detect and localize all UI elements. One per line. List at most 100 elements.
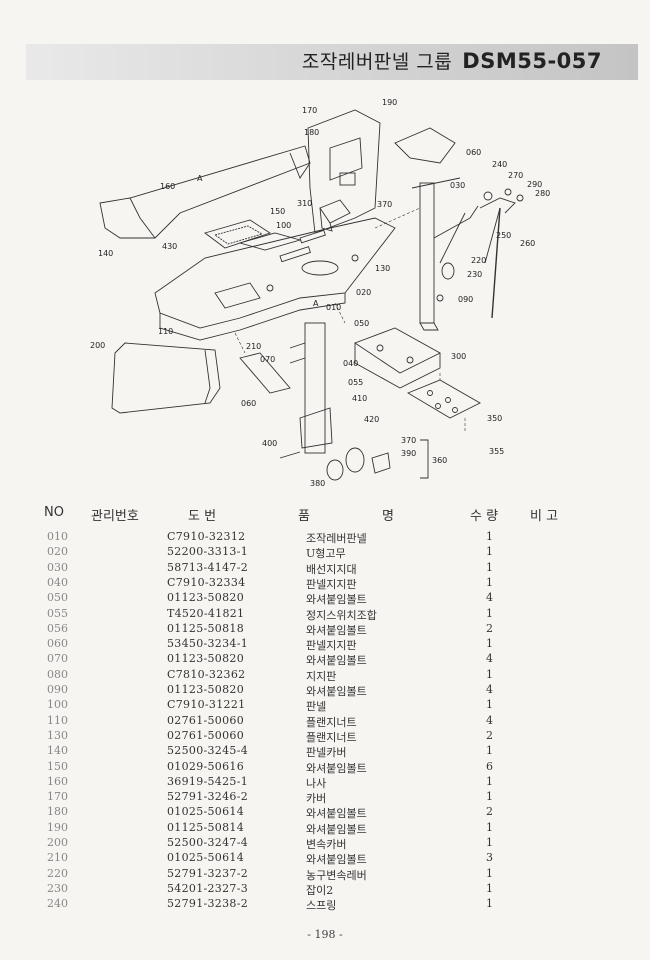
- callout-label: 040: [343, 359, 358, 368]
- quantity: 1: [486, 820, 493, 834]
- drawing-number: 52500-3245-4: [167, 744, 249, 758]
- header-no: NO: [44, 505, 64, 520]
- callout-label: 030: [450, 181, 465, 190]
- part-index: 080: [47, 667, 68, 681]
- callout-label: 370: [377, 200, 392, 209]
- cover-200-drawing: [111, 342, 221, 414]
- quantity: 2: [486, 728, 493, 742]
- drawing-number: 01123-50820: [167, 591, 245, 605]
- part-index: 050: [47, 591, 68, 605]
- part-index: 090: [47, 683, 68, 696]
- part-name: 와셔붙임볼트: [306, 853, 367, 867]
- callout-label: 280: [535, 189, 550, 198]
- callout-label: 240: [492, 160, 507, 169]
- part-name: 와셔붙임볼트: [306, 685, 367, 698]
- callout-label: 180: [304, 128, 319, 137]
- main-panel-drawing: [154, 217, 396, 341]
- table-row: 090 01123-50820 와셔붙임볼트 4: [0, 683, 650, 698]
- callout-label: 380: [310, 479, 325, 488]
- callout-label: A: [313, 299, 319, 308]
- callout-label: 410: [352, 394, 367, 403]
- part-index: 110: [47, 713, 68, 727]
- drawing-number: C7910-31221: [167, 698, 246, 712]
- part-name: 와셔붙임볼트: [306, 593, 367, 607]
- part-name: 농구변속레버: [306, 868, 367, 882]
- callout-label: 090: [458, 295, 473, 304]
- part-index: 010: [47, 530, 68, 543]
- callout-label: 300: [451, 352, 466, 361]
- callout-label: 355: [489, 447, 504, 456]
- part-index: 190: [47, 820, 68, 834]
- part-name: U형고무: [306, 547, 346, 561]
- part-index: 030: [47, 560, 68, 574]
- part-index: 150: [47, 759, 68, 773]
- part-name: 변속카버: [306, 838, 347, 851]
- callout-label: 190: [382, 98, 397, 107]
- bushing-drawing: [279, 439, 429, 481]
- quantity: 1: [486, 790, 493, 804]
- quantity: 2: [486, 621, 493, 635]
- part-name: 나사: [306, 776, 327, 790]
- drawing-number: 58713-4147-2: [167, 560, 249, 574]
- part-name: 판넬지지판: [306, 577, 357, 591]
- callout-label: 360: [432, 456, 447, 465]
- callout-label: 060: [241, 399, 256, 408]
- part-index: 060: [47, 637, 68, 651]
- callout-label: 050: [354, 319, 369, 328]
- callout-label: 430: [162, 242, 177, 251]
- drawing-number: 01025-50614: [167, 851, 245, 865]
- quantity: 1: [486, 575, 493, 589]
- callout-label: 140: [98, 249, 113, 258]
- callout-label: 160: [160, 182, 175, 191]
- quantity: 1: [486, 881, 493, 895]
- callout-label: 055: [348, 378, 363, 387]
- part-index: 230: [47, 881, 68, 895]
- drawing-number: 53450-3234-1: [167, 637, 249, 651]
- callout-label: 130: [375, 264, 390, 273]
- header-part-name-1: 품: [298, 509, 310, 524]
- part-name: 판넬: [306, 700, 327, 714]
- bracket-060-drawing: [239, 352, 291, 394]
- callout-label: 250: [496, 231, 511, 240]
- part-index: 040: [47, 575, 68, 589]
- drawing-number: 02761-50060: [167, 713, 245, 727]
- exploded-parts-diagram: 190 170 180 060 240 270 290 280 030 160 …: [0, 88, 650, 498]
- callout-label: 270: [508, 171, 523, 180]
- part-index: 200: [47, 836, 68, 849]
- drawing-number: 01025-50614: [167, 805, 245, 819]
- quantity: 4: [486, 652, 493, 666]
- callout-label: 350: [487, 414, 502, 423]
- quantity: 1: [486, 530, 493, 543]
- quantity: 1: [486, 774, 493, 788]
- quantity: 4: [486, 683, 493, 696]
- drawing-number: C7910-32334: [167, 575, 246, 589]
- callout-label: 400: [262, 439, 277, 448]
- part-name: 플랜지너트: [306, 730, 357, 744]
- quantity: 1: [486, 836, 493, 849]
- header-remark: 비 고: [530, 509, 559, 524]
- quantity: 1: [486, 866, 493, 880]
- drawing-number: 01123-50820: [167, 683, 245, 696]
- callout-label: 060: [466, 148, 481, 157]
- callout-label: 010: [326, 303, 341, 312]
- callout-label: 070: [260, 355, 275, 364]
- part-index: 240: [47, 897, 68, 911]
- quantity: 1: [486, 698, 493, 712]
- header-part-name-2: 명: [382, 509, 394, 524]
- callout-label: A: [197, 174, 203, 183]
- drawing-number: 02761-50060: [167, 728, 245, 742]
